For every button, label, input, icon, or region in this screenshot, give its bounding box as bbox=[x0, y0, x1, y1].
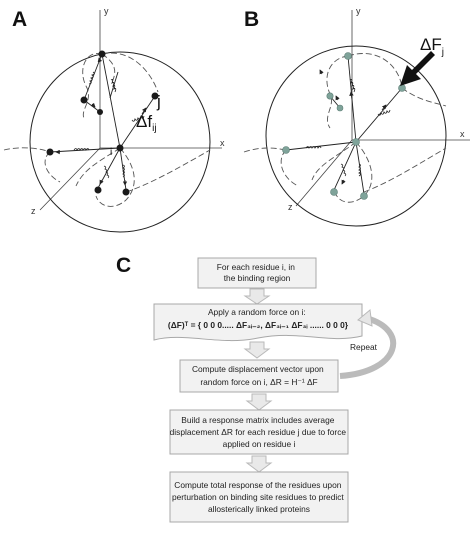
node-i bbox=[352, 138, 360, 146]
z-axis-label: z bbox=[31, 206, 36, 216]
node-i bbox=[116, 144, 124, 152]
residue-i-label: i bbox=[110, 147, 112, 158]
x-axis-label: x bbox=[220, 138, 225, 148]
flow-arrow bbox=[243, 341, 271, 359]
panel-a: A y x z bbox=[3, 6, 225, 233]
z-axis bbox=[39, 147, 101, 211]
node bbox=[326, 92, 334, 100]
node bbox=[344, 52, 352, 60]
dashed-contours bbox=[243, 53, 447, 203]
sphere bbox=[265, 45, 447, 227]
flow-arrow bbox=[245, 393, 273, 411]
repeat-loop bbox=[339, 315, 397, 379]
residue-j-label: j bbox=[156, 92, 161, 111]
nodes bbox=[282, 52, 406, 200]
flow-arrow bbox=[245, 455, 273, 473]
direction-arrows bbox=[319, 69, 387, 185]
node bbox=[360, 192, 368, 200]
panel-c: C For each residue i, in the binding reg… bbox=[116, 254, 397, 523]
node bbox=[97, 109, 103, 115]
repeat-arrowhead bbox=[357, 309, 373, 327]
flow-step-1-text: For each residue i, in the binding regio… bbox=[217, 262, 298, 283]
panel-c-letter: C bbox=[116, 254, 131, 277]
flow-step-3 bbox=[179, 359, 339, 393]
flow-step-4 bbox=[169, 409, 349, 455]
flow-step-5-text: Compute total response of the residues u… bbox=[172, 480, 346, 514]
panel-a-letter: A bbox=[12, 8, 27, 31]
node bbox=[80, 96, 88, 104]
dashed-contours bbox=[3, 52, 211, 207]
sphere bbox=[29, 51, 211, 233]
flow-step-2-text: Apply a random force on i: (ΔF)ᵀ = { 0 0… bbox=[168, 307, 349, 330]
node bbox=[98, 50, 106, 58]
node-j bbox=[151, 92, 159, 100]
flow-step-5 bbox=[169, 471, 349, 523]
x-axis-label: x bbox=[460, 129, 465, 139]
direction-arrows bbox=[55, 57, 147, 186]
y-axis-label: y bbox=[356, 6, 361, 16]
node bbox=[336, 104, 344, 112]
panel-b: B y x z bbox=[243, 6, 470, 227]
flow-step-2 bbox=[153, 303, 363, 342]
repeat-label: Repeat bbox=[350, 342, 378, 352]
nodes bbox=[46, 50, 159, 196]
spring-coils bbox=[73, 71, 145, 179]
y-axis-label: y bbox=[104, 6, 109, 16]
force-label: ΔFj bbox=[420, 35, 444, 58]
node-j bbox=[398, 84, 406, 92]
force-label: Δfij bbox=[136, 112, 157, 134]
node bbox=[122, 188, 130, 196]
panel-b-letter: B bbox=[244, 8, 259, 31]
z-axis bbox=[295, 139, 353, 207]
node bbox=[282, 146, 290, 154]
node bbox=[94, 186, 102, 194]
flow-step-3-text: Compute displacement vector upon random … bbox=[192, 364, 326, 387]
node bbox=[330, 188, 338, 196]
flow-arrow bbox=[243, 288, 271, 305]
flow-step-4-text: Build a response matrix includes average… bbox=[170, 415, 349, 449]
spring-coils bbox=[305, 79, 391, 177]
flow-step-1 bbox=[197, 257, 317, 289]
z-axis-label: z bbox=[288, 202, 293, 212]
force-arrow bbox=[400, 51, 435, 86]
node bbox=[46, 148, 54, 156]
